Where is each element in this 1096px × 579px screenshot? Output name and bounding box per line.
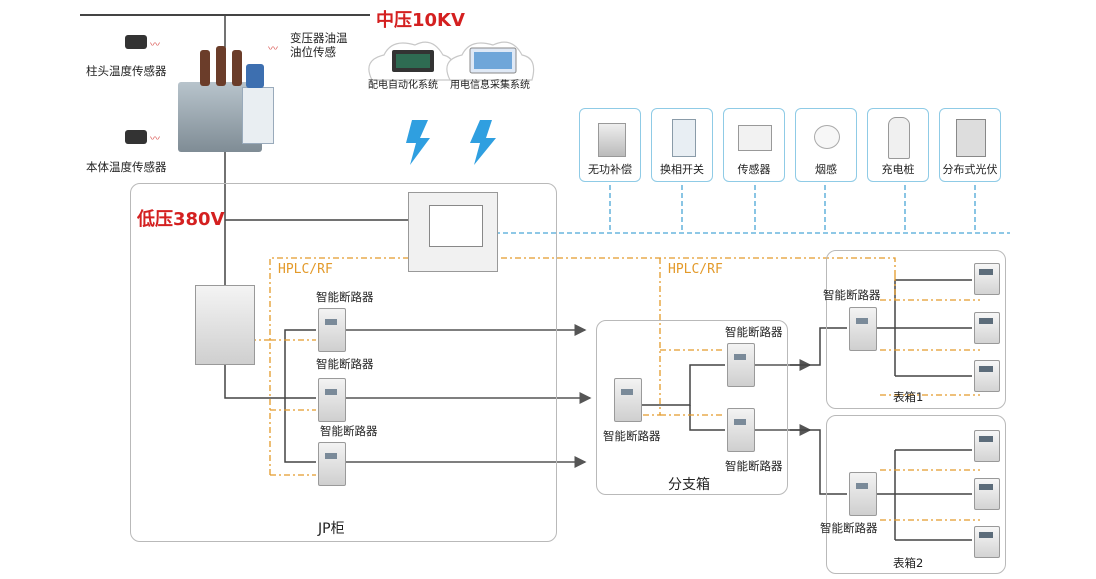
hplc-rf-label-1: HPLC/RF — [278, 262, 333, 277]
smart-breaker-label: 智能断路器 — [820, 521, 878, 535]
meter-box-1-panel — [826, 250, 1006, 409]
device-links — [495, 185, 1010, 234]
oil-sensor-label-line1: 变压器油温 — [290, 31, 348, 45]
branch-box-panel — [596, 320, 788, 495]
smart-breaker-image — [318, 308, 346, 352]
smart-breaker-label: 智能断路器 — [316, 357, 374, 371]
oil-sensor-label-line2: 油位传感 — [290, 45, 336, 59]
main-breaker-image — [195, 285, 255, 365]
sensor-icon — [738, 125, 772, 151]
meter-box-1-label: 表箱1 — [893, 390, 924, 404]
signal-waves-icon: 〰 — [150, 134, 160, 145]
body-temp-sensor-label: 本体温度传感器 — [86, 160, 167, 174]
electric-meter-image — [974, 312, 1000, 344]
smoke-detector-icon — [814, 125, 840, 149]
jp-cabinet-label: JP柜 — [318, 521, 345, 537]
meter-box-2-label: 表箱2 — [893, 556, 924, 570]
electric-meter-image — [974, 430, 1000, 462]
pole-temp-sensor-label: 柱头温度传感器 — [86, 64, 167, 78]
signal-waves-icon: 〰 — [150, 40, 160, 51]
device-card-distributed-pv: 分布式光伏 — [939, 108, 1001, 182]
electric-meter-image — [974, 263, 1000, 295]
smart-breaker-image — [318, 442, 346, 486]
device-label: 无功补偿 — [588, 163, 632, 176]
temperature-sensor-icon — [125, 130, 147, 144]
smart-breaker-label: 智能断路器 — [316, 290, 374, 304]
transformer-image — [172, 42, 274, 157]
device-card-charging-pile: 充电桩 — [867, 108, 929, 182]
electric-meter-image — [974, 360, 1000, 392]
device-label: 换相开关 — [660, 163, 704, 176]
power-info-collection-system-label: 用电信息采集系统 — [450, 80, 530, 91]
pv-inverter-icon — [956, 119, 986, 157]
device-label: 烟感 — [815, 163, 837, 176]
device-card-phase-switch: 换相开关 — [651, 108, 713, 182]
hplc-links — [250, 257, 980, 521]
meter-box-2-panel — [826, 415, 1006, 574]
smart-breaker-image — [849, 307, 877, 351]
device-label: 分布式光伏 — [942, 163, 998, 176]
smart-breaker-label: 智能断路器 — [603, 429, 661, 443]
electric-meter-image — [974, 526, 1000, 558]
device-label: 传感器 — [737, 163, 771, 176]
electric-meter-image — [974, 478, 1000, 510]
low-voltage-label: 低压380V — [137, 209, 225, 230]
device-card-reactive-compensation: 无功补偿 — [579, 108, 641, 182]
smart-breaker-image — [849, 472, 877, 516]
phase-switch-icon — [672, 119, 696, 157]
distribution-automation-system-label: 配电自动化系统 — [368, 80, 438, 91]
smart-breaker-image — [727, 343, 755, 387]
hplc-rf-label-2: HPLC/RF — [668, 262, 723, 277]
smart-breaker-image — [318, 378, 346, 422]
device-label: 充电桩 — [881, 163, 915, 176]
concentrator-unit — [408, 192, 498, 272]
capacitor-icon — [598, 123, 626, 157]
device-card-smoke-detector: 烟感 — [795, 108, 857, 182]
smart-breaker-label: 智能断路器 — [725, 325, 783, 339]
temperature-sensor-icon — [125, 35, 147, 49]
jp-cabinet-panel — [130, 183, 557, 542]
device-card-sensor: 传感器 — [723, 108, 785, 182]
wireless-bolt-icon — [406, 120, 430, 165]
smart-breaker-label: 智能断路器 — [725, 459, 783, 473]
smart-breaker-image — [727, 408, 755, 452]
smart-breaker-label: 智能断路器 — [823, 288, 881, 302]
branch-box-label: 分支箱 — [668, 477, 710, 493]
smart-breaker-label: 智能断路器 — [320, 424, 378, 438]
signal-waves-icon: 〰 — [268, 44, 278, 55]
smart-breaker-image — [614, 378, 642, 422]
wireless-bolt-icon — [470, 120, 496, 165]
charging-pile-icon — [888, 117, 910, 159]
medium-voltage-label: 中压10KV — [376, 10, 465, 31]
